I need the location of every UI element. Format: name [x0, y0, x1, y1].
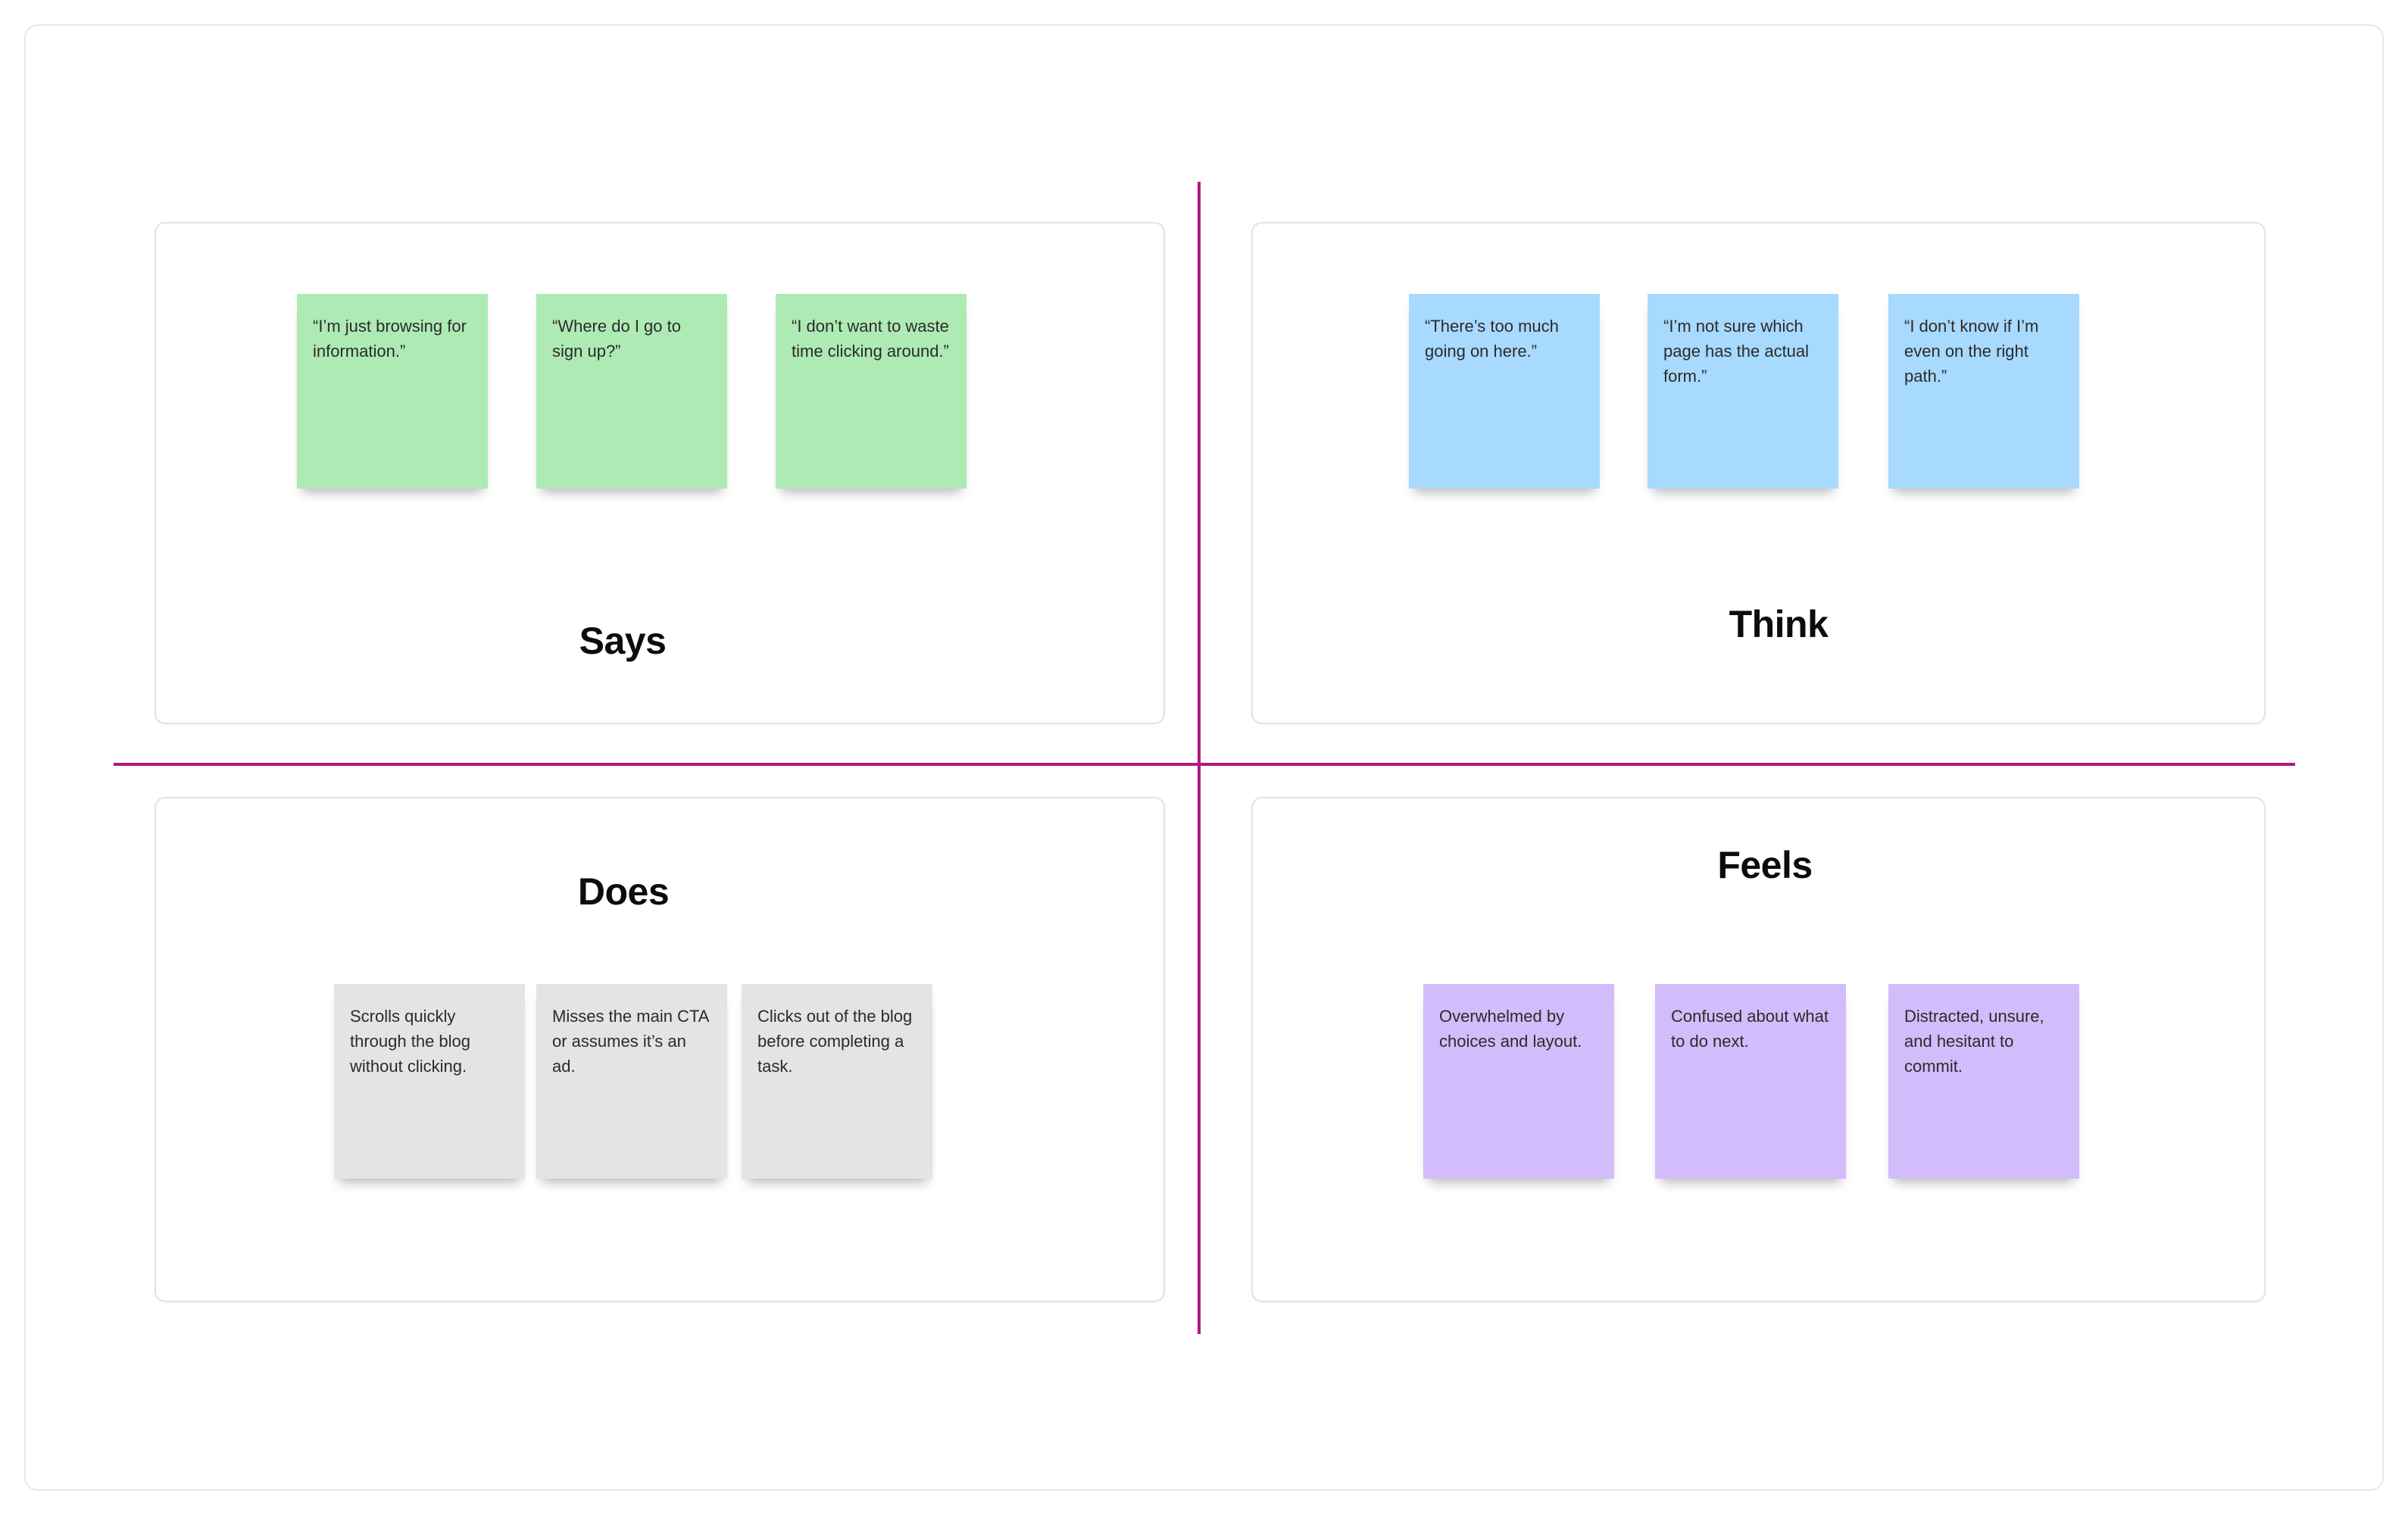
sticky-note-does-2[interactable]: Misses the main CTA or assumes it’s an a… [536, 984, 727, 1179]
sticky-note-says-2[interactable]: “Where do I go to sign up?” [536, 294, 727, 489]
quadrant-does-title[interactable]: Does [577, 870, 670, 913]
sticky-note-says-1[interactable]: “I’m just browsing for information.” [297, 294, 488, 489]
sticky-note-does-1[interactable]: Scrolls quickly through the blog without… [334, 984, 525, 1179]
horizontal-divider-line [114, 763, 2295, 766]
quadrant-says-title[interactable]: Says [579, 620, 667, 662]
sticky-note-feels-1[interactable]: Overwhelmed by choices and layout. [1423, 984, 1614, 1179]
sticky-note-feels-2[interactable]: Confused about what to do next. [1655, 984, 1846, 1179]
sticky-note-feels-3[interactable]: Distracted, unsure, and hesitant to comm… [1888, 984, 2079, 1179]
quadrant-think-title[interactable]: Think [1729, 603, 1829, 645]
quadrant-feels-title[interactable]: Feels [1717, 844, 1813, 886]
sticky-note-think-3[interactable]: “I don’t know if I’m even on the right p… [1888, 294, 2079, 489]
sticky-note-does-3[interactable]: Clicks out of the blog before completing… [742, 984, 932, 1179]
vertical-divider-line [1198, 182, 1201, 1334]
sticky-note-think-1[interactable]: “There’s too much going on here.” [1409, 294, 1600, 489]
sticky-note-think-2[interactable]: “I’m not sure which page has the actual … [1647, 294, 1838, 489]
sticky-note-says-3[interactable]: “I don’t want to waste time clicking aro… [776, 294, 967, 489]
